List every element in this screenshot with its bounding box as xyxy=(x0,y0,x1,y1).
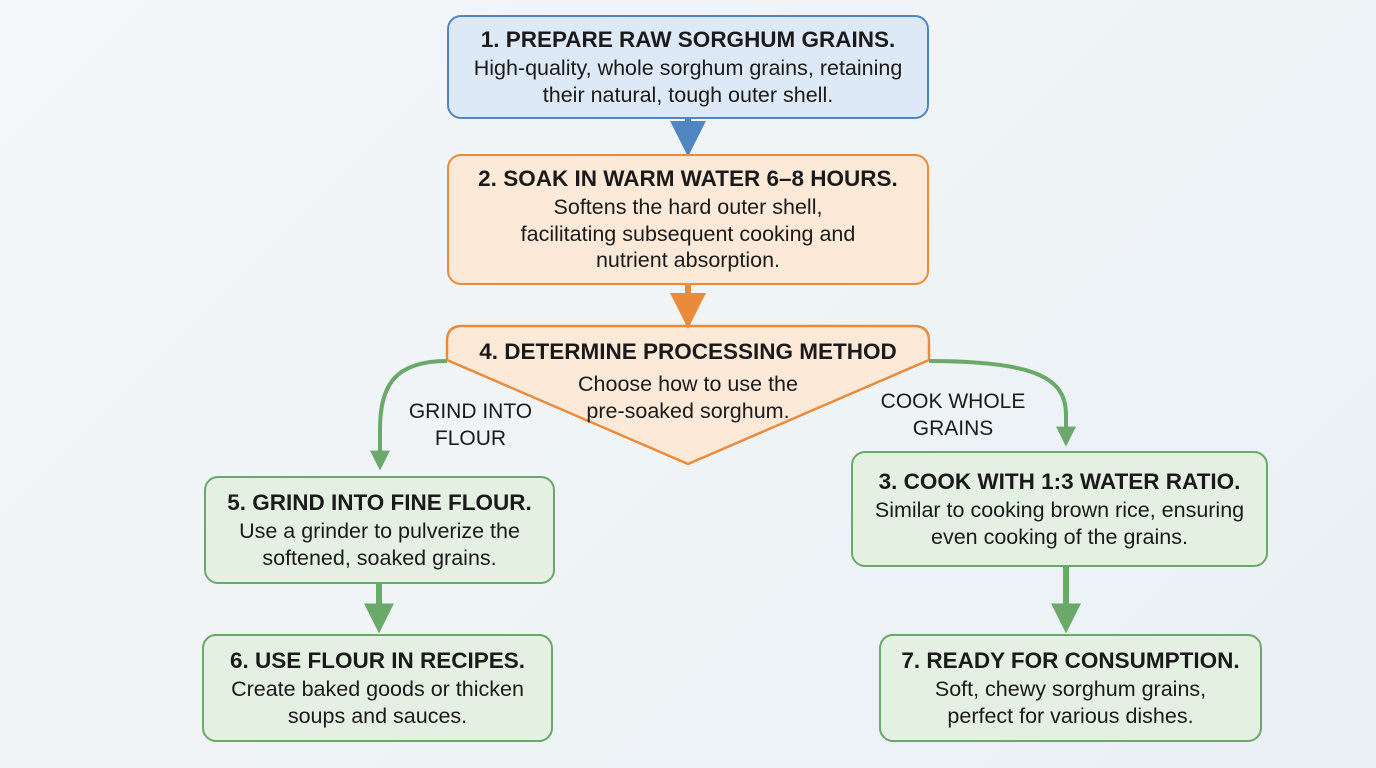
step-1-desc: High-quality, whole sorghum grains, reta… xyxy=(473,55,903,107)
step-6-title: 6. USE FLOUR IN RECIPES. xyxy=(229,647,526,673)
step-7-desc: Soft, chewy sorghum grains, perfect for … xyxy=(934,676,1207,728)
step-3-box: 3. COOK WITH 1:3 WATER RATIO. Similar to… xyxy=(851,451,1268,567)
step-7-box: 7. READY FOR CONSUMPTION. Soft, chewy so… xyxy=(879,634,1262,742)
branch-label-grind: GRIND INTO FLOUR xyxy=(408,400,533,451)
step-2-desc: Softens the hard outer shell, facilitati… xyxy=(520,194,856,273)
step-6-box: 6. USE FLOUR IN RECIPES. Create baked go… xyxy=(202,634,553,742)
step-3-title: 3. COOK WITH 1:3 WATER RATIO. xyxy=(878,468,1241,494)
step-6-desc: Create baked goods or thicken soups and … xyxy=(231,676,524,728)
arrow-4-to-3 xyxy=(928,359,1076,447)
step-3-desc: Similar to cooking brown rice, ensuring … xyxy=(874,497,1245,549)
branch-label-cook: COOK WHOLE GRAINS xyxy=(880,390,1026,441)
decision-shape xyxy=(445,324,931,466)
step-4-desc: Choose how to use the pre-soaked sorghum… xyxy=(578,372,798,423)
step-5-desc: Use a grinder to pulverize the softened,… xyxy=(239,518,520,570)
step-4-title: 4. DETERMINE PROCESSING METHOD xyxy=(479,339,897,364)
step-1-box: 1. PREPARE RAW SORGHUM GRAINS. High-qual… xyxy=(447,15,929,119)
step-1-title: 1. PREPARE RAW SORGHUM GRAINS. xyxy=(480,26,896,52)
step-4-decision: 4. DETERMINE PROCESSING METHOD Choose ho… xyxy=(447,338,929,425)
step-2-box: 2. SOAK IN WARM WATER 6–8 HOURS. Softens… xyxy=(447,154,929,285)
step-2-title: 2. SOAK IN WARM WATER 6–8 HOURS. xyxy=(478,165,898,191)
arrow-4-to-5 xyxy=(370,359,448,471)
step-5-title: 5. GRIND INTO FINE FLOUR. xyxy=(227,489,532,515)
step-5-box: 5. GRIND INTO FINE FLOUR. Use a grinder … xyxy=(204,476,555,584)
step-7-title: 7. READY FOR CONSUMPTION. xyxy=(901,647,1240,673)
